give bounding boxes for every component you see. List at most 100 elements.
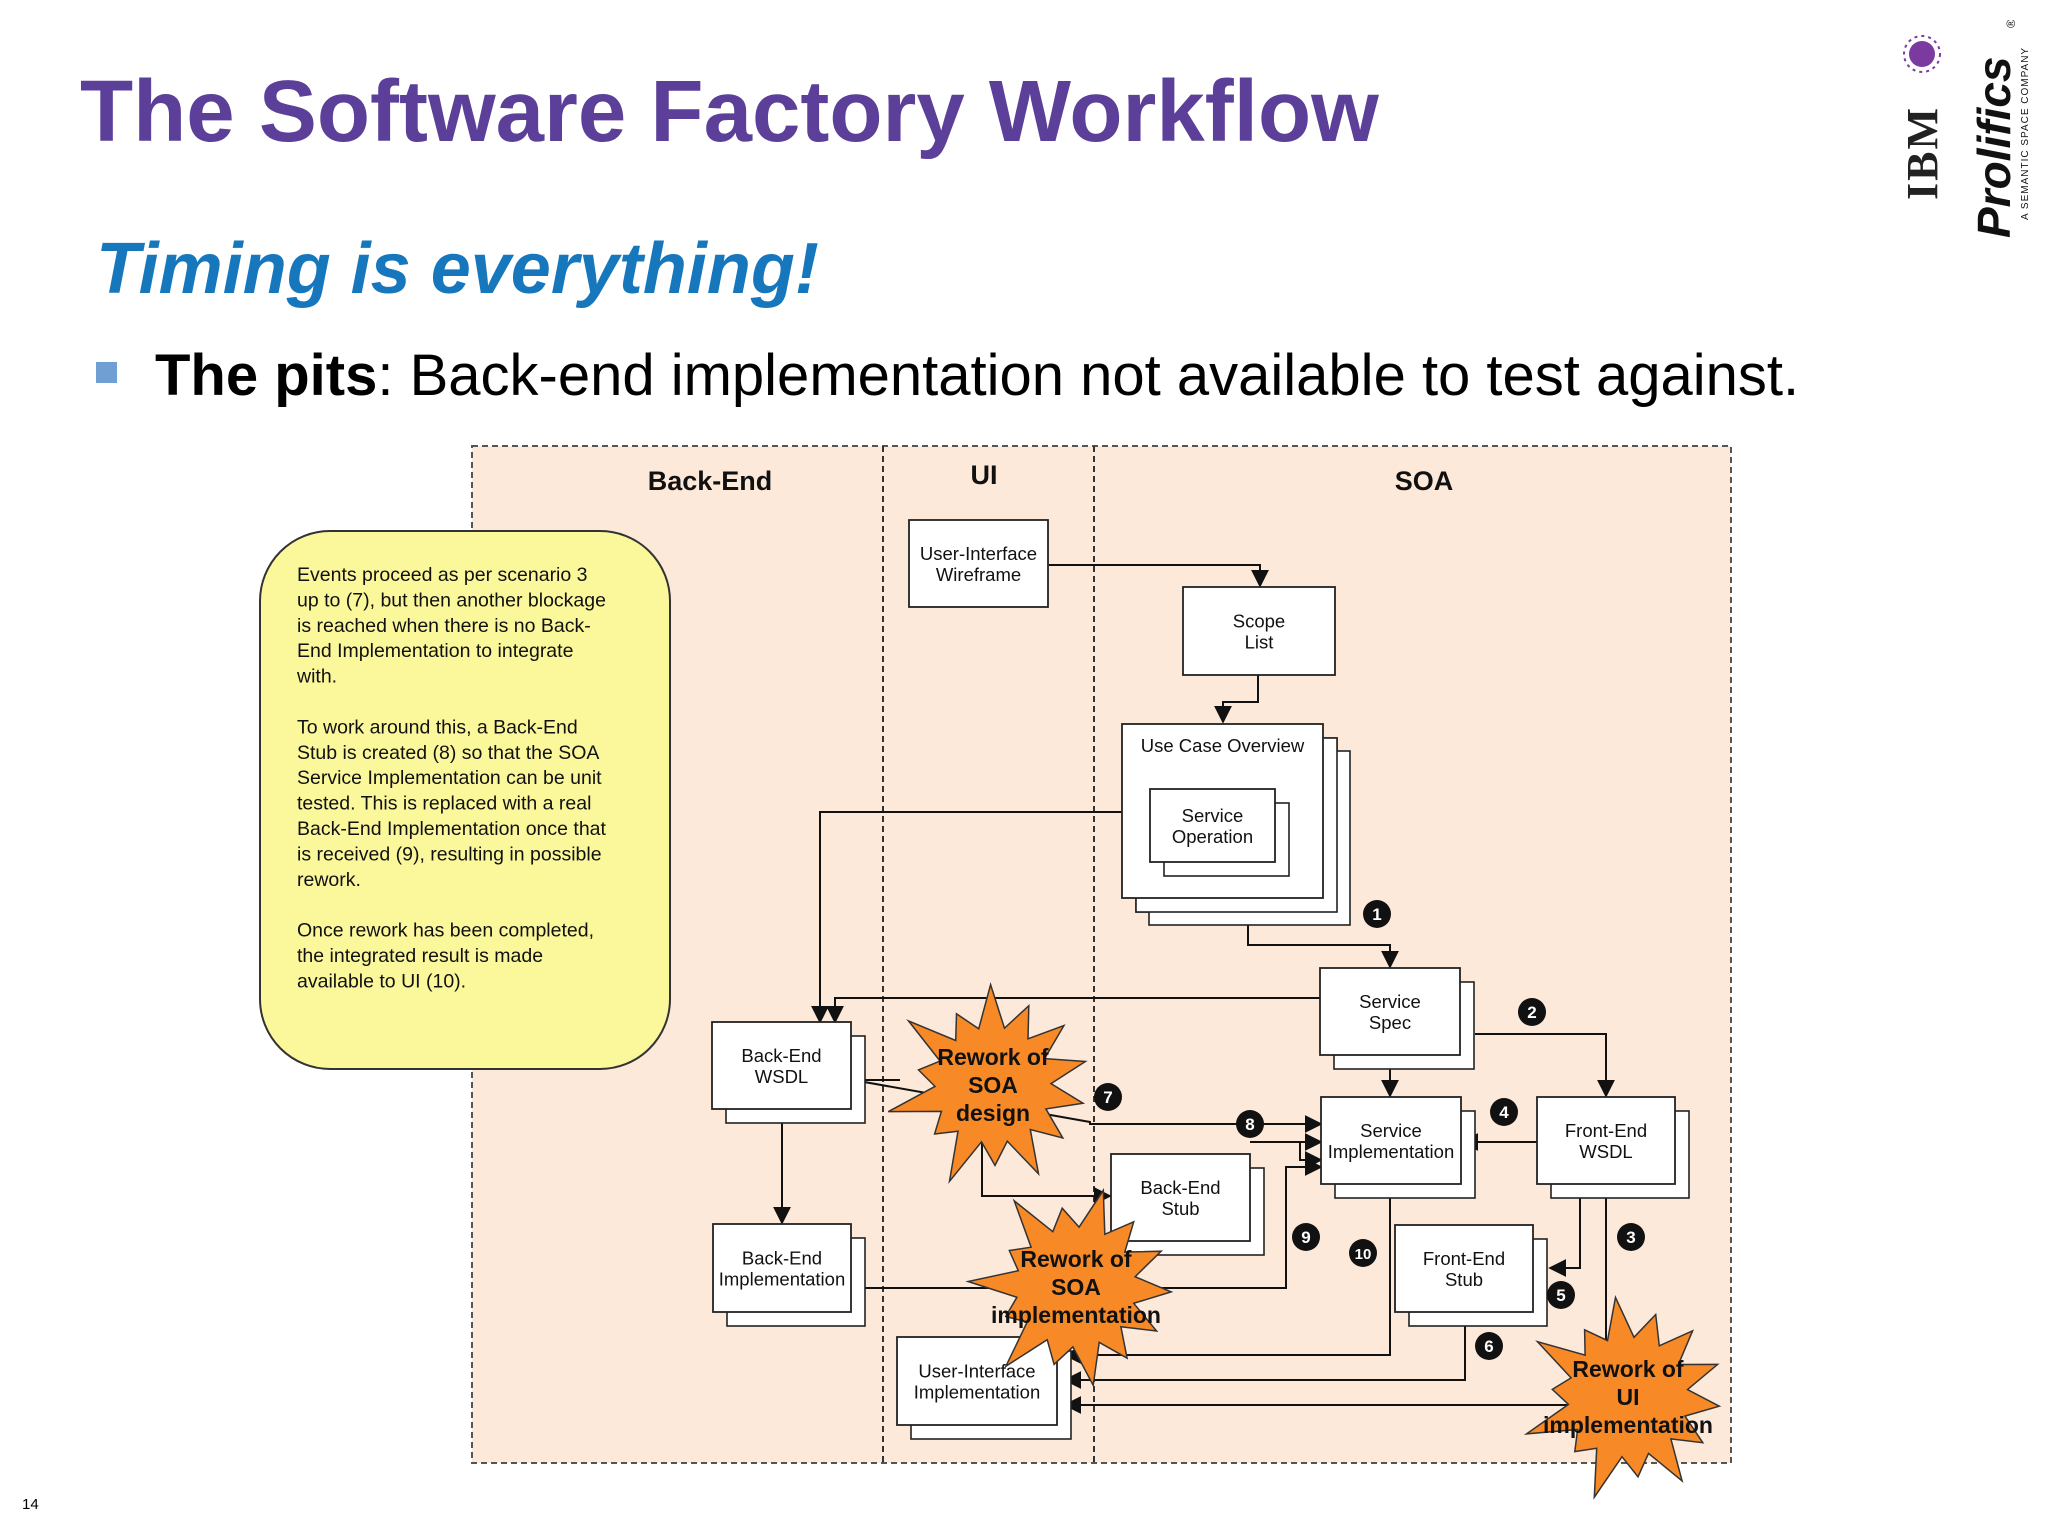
box-label: Front-End (1565, 1120, 1647, 1141)
note-line: up to (7), but then another blockage (297, 589, 606, 611)
bullet-bold: The pits (155, 343, 378, 408)
step-marker-1: 1 (1363, 900, 1391, 928)
step-marker-2: 2 (1518, 998, 1546, 1026)
note-line: Back-End Implementation once that (297, 818, 607, 840)
box-label: Wireframe (936, 564, 1021, 585)
box-label: Operation (1172, 826, 1253, 847)
slide-title: The Software Factory Workflow (80, 63, 1379, 160)
step-number: 1 (1372, 905, 1381, 924)
step-marker-5: 5 (1547, 1281, 1575, 1309)
burst-label: Rework of (1572, 1356, 1684, 1382)
note-line: Stub is created (8) so that the SOA (297, 742, 599, 764)
box-label: Front-End (1423, 1248, 1505, 1269)
box-label: Use Case Overview (1141, 735, 1305, 756)
step-number: 8 (1245, 1115, 1254, 1134)
note-line: Events proceed as per scenario 3 (297, 564, 588, 586)
box-label: Service (1182, 805, 1244, 826)
step-number: 7 (1103, 1088, 1112, 1107)
step-marker-3: 3 (1617, 1223, 1645, 1251)
burst-label: implementation (991, 1302, 1161, 1328)
burst-label: implementation (1543, 1412, 1713, 1438)
lane-label-soa: SOA (1395, 466, 1454, 496)
arrow-service-impl-to-ui-impl (1063, 1183, 1391, 1364)
step-number: 3 (1626, 1228, 1635, 1247)
box-label: Back-End (1140, 1177, 1220, 1198)
note-line: To work around this, a Back-End (297, 716, 578, 738)
step-number: 5 (1556, 1286, 1565, 1305)
note-line: End Implementation to integrate (297, 640, 573, 662)
ibm-prolifics-logo: IBM Prolifics ® A SEMANTIC SPACE COMPANY (1898, 20, 2031, 238)
box-label: Back-End (742, 1248, 822, 1269)
burst-label: UI (1617, 1384, 1640, 1410)
burst-label: Rework of (1020, 1246, 1132, 1272)
step-marker-7: 7 (1094, 1083, 1122, 1111)
step-number: 2 (1527, 1003, 1536, 1022)
prolifics-logo-text: Prolifics (1968, 56, 2020, 238)
slide-subtitle: Timing is everything! (96, 229, 819, 309)
arrow-wireframe-to-scope (1049, 564, 1269, 588)
note-line: is reached when there is no Back- (297, 615, 591, 637)
burst-label: Rework of (937, 1044, 1049, 1070)
arrow-frontend-wsdl-to-frontend-stub (1548, 1183, 1581, 1277)
ibm-logo-text: IBM (1898, 106, 1947, 200)
box-label: Scope (1233, 611, 1285, 632)
note-line: Service Implementation can be unit (297, 767, 602, 789)
box-label: WSDL (1579, 1141, 1632, 1162)
note-line: Once rework has been completed, (297, 920, 594, 942)
step-marker-8: 8 (1236, 1110, 1264, 1138)
burst-label: SOA (1051, 1274, 1101, 1300)
box-label: Implementation (1328, 1141, 1454, 1162)
box-label: Spec (1369, 1012, 1411, 1033)
arrow-usecase-to-spec (1247, 920, 1399, 969)
step-number: 6 (1484, 1337, 1493, 1356)
box-label: Stub (1161, 1198, 1199, 1219)
arrow-scope-to-usecase (1214, 675, 1259, 724)
box-label: Implementation (719, 1269, 845, 1290)
note-line: available to UI (10). (297, 970, 466, 992)
burst-label: design (956, 1100, 1030, 1126)
bullet-square-icon (96, 362, 117, 383)
logo-tagline: A SEMANTIC SPACE COMPANY (2020, 47, 2031, 220)
lane-label-ui: UI (971, 460, 998, 490)
lane-label-backend: Back-End (648, 466, 773, 496)
box-label: Service (1360, 1120, 1422, 1141)
bullet-text: The pits: Back-end implementation not av… (155, 342, 1799, 409)
arrow-frontend-stub-to-ui-impl (1063, 1312, 1466, 1389)
bullet-rest: : Back-end implementation not available … (377, 343, 1800, 408)
globe-icon (1909, 41, 1935, 67)
arrow-spec-to-frontend-wsdl (1475, 1033, 1615, 1098)
step-number: 4 (1499, 1103, 1509, 1122)
box-label: Stub (1445, 1269, 1483, 1290)
page-number: 14 (22, 1496, 39, 1513)
box-label: Implementation (914, 1382, 1040, 1403)
burst-label: SOA (968, 1072, 1018, 1098)
box-label: User-Interface (918, 1361, 1035, 1382)
box-label: Back-End (741, 1045, 821, 1066)
note-line: is received (9), resulting in possible (297, 843, 602, 865)
registered-mark: ® (2004, 20, 2018, 28)
box-use-case: Use Case Overview (1121, 723, 1351, 926)
note-line: with. (296, 666, 337, 688)
note-line: the integrated result is made (297, 945, 543, 967)
step-marker-4: 4 (1490, 1098, 1518, 1126)
step-number: 9 (1301, 1228, 1310, 1247)
box-label: User-Interface (920, 543, 1037, 564)
box-label: List (1245, 632, 1274, 653)
note-line: tested. This is replaced with a real (297, 793, 591, 815)
step-number: 10 (1355, 1246, 1372, 1263)
